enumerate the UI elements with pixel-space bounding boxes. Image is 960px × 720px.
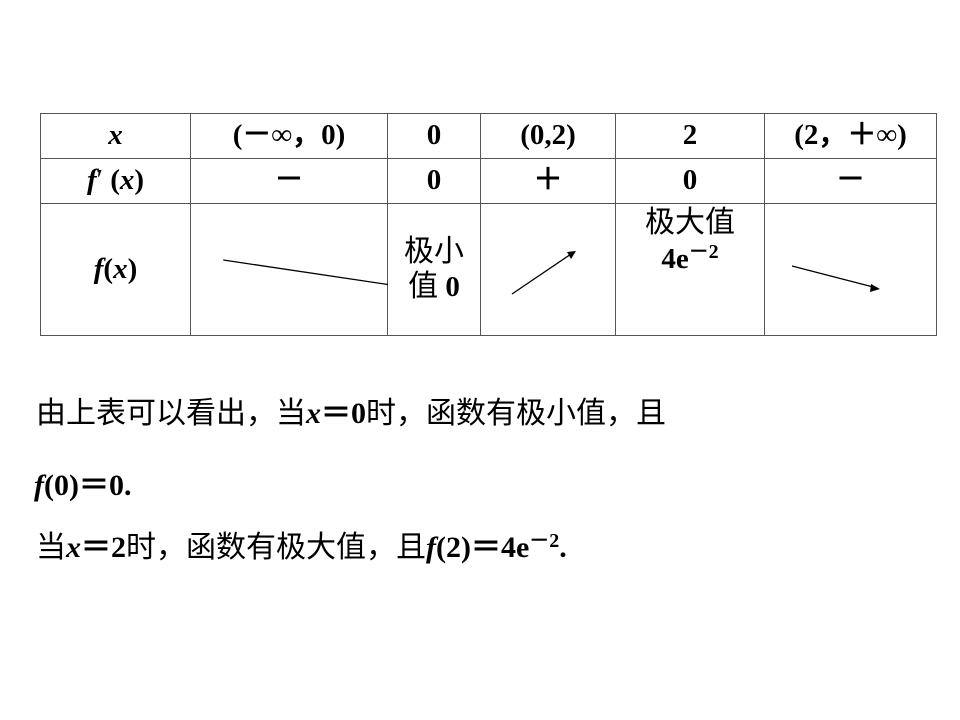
conclusion-line-2: f(0)＝0. bbox=[34, 469, 132, 502]
header-point-0: 0 bbox=[387, 113, 481, 159]
derivative-value-2: 0 bbox=[615, 158, 765, 204]
min-label-line1: 极小 bbox=[404, 234, 464, 269]
header-x: x bbox=[40, 113, 191, 159]
header-row: x (－∞，0) 0 (0,2) 2 (2，＋∞) bbox=[40, 113, 937, 159]
derivative-sign-2: ＋ bbox=[480, 158, 616, 204]
trend-increasing bbox=[480, 203, 616, 336]
variation-table: x (－∞，0) 0 (0,2) 2 (2，＋∞) f′ (x) － 0 ＋ 0… bbox=[40, 113, 937, 336]
header-interval-3: (2，＋∞) bbox=[764, 113, 937, 159]
derivative-sign-3: － bbox=[764, 158, 937, 204]
max-value-cell: 极大值 4e－2 bbox=[615, 203, 765, 336]
derivative-label: f′ (x) bbox=[40, 158, 191, 204]
conclusion-line-3: 当x＝2时，函数有极大值，且f(2)＝4e－2. bbox=[36, 530, 567, 565]
header-interval-2: (0,2) bbox=[480, 113, 616, 159]
derivative-row: f′ (x) － 0 ＋ 0 － bbox=[40, 158, 937, 204]
derivative-sign-1: － bbox=[190, 158, 388, 204]
increasing-arrow-icon bbox=[511, 251, 576, 295]
function-row: f(x) 极小 值 0 极大值 4e－2 bbox=[40, 203, 937, 336]
header-point-2: 2 bbox=[615, 113, 765, 159]
conclusion-line-1: 由上表可以看出，当x＝0时，函数有极小值，且 bbox=[36, 396, 666, 431]
header-interval-1: (－∞，0) bbox=[190, 113, 388, 159]
trend-decreasing-2 bbox=[764, 203, 937, 336]
max-label: 极大值 bbox=[645, 205, 735, 240]
decreasing-arrow-icon bbox=[223, 259, 388, 286]
derivative-value-0: 0 bbox=[387, 158, 481, 204]
min-label-line2: 值 bbox=[408, 268, 439, 304]
decreasing-arrow-icon bbox=[791, 265, 880, 292]
function-label: f(x) bbox=[40, 203, 191, 336]
max-value-exponent: －2 bbox=[688, 240, 719, 263]
min-value-cell: 极小 值 0 bbox=[387, 203, 481, 336]
min-value: 0 bbox=[445, 270, 460, 303]
max-value-base: 4e bbox=[661, 242, 689, 275]
trend-decreasing-1 bbox=[190, 203, 388, 336]
